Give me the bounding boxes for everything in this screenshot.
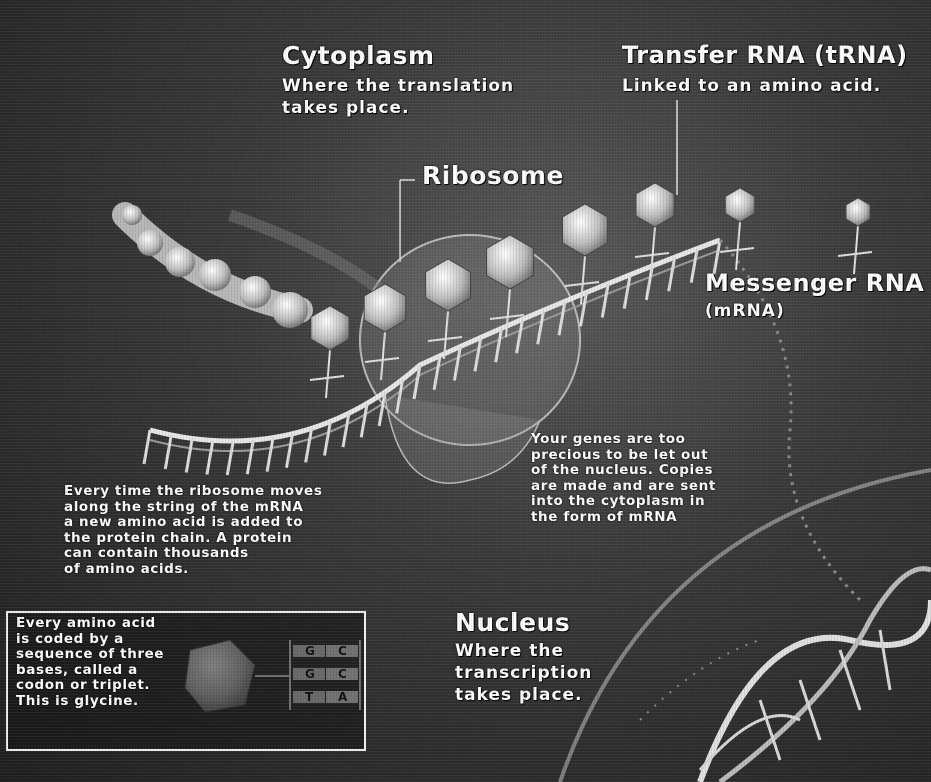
genes-line: into the cytoplasm in	[531, 494, 716, 510]
codon-line: This is glycine.	[16, 694, 164, 710]
ribosome-line: a new amino acid is added to	[64, 515, 322, 531]
nucleus-title: Nucleus	[455, 610, 570, 636]
cytoplasm-desc-line2: takes place.	[282, 100, 410, 118]
codon-line: is coded by a	[16, 632, 164, 648]
mrna-base-tick	[287, 434, 293, 468]
codon-base-left-3: T	[305, 690, 313, 704]
mrna-base-tick	[602, 283, 608, 317]
dna-helix	[640, 569, 931, 782]
genes-line: are made and are sent	[531, 479, 716, 495]
genes-line: precious to be let out	[531, 448, 716, 464]
mrna-base-tick	[165, 435, 171, 469]
ribosome-paragraph: Every time the ribosome moves along the …	[64, 484, 322, 577]
mrna-base-tick	[306, 428, 312, 462]
mrna-base-tick	[186, 438, 192, 472]
codon-base-left-1: G	[305, 644, 315, 658]
trna-title: Transfer RNA (tRNA)	[622, 43, 908, 68]
mrna-title: Messenger RNA	[705, 271, 924, 296]
mrna-base-tick	[669, 257, 675, 291]
trna-amino-acid	[310, 306, 349, 398]
ribosome-line: along the string of the mRNA	[64, 500, 322, 516]
codon-line: bases, called a	[16, 663, 164, 679]
mrna-base-tick	[624, 275, 630, 309]
mrna-abbrev: (mRNA)	[705, 303, 785, 321]
genes-line: Your genes are too	[531, 432, 716, 448]
mrna-base-tick	[324, 422, 330, 456]
codon-base-right-1: C	[338, 644, 347, 658]
codon-line: Every amino acid	[16, 616, 164, 632]
codon-line: sequence of three	[16, 647, 164, 663]
ribosome-line: can contain thousands	[64, 546, 322, 562]
mrna-base-tick	[267, 438, 273, 472]
ribosome-line: of amino acids.	[64, 562, 322, 578]
mrna-base-tick	[227, 441, 233, 475]
nucleus-desc-line3: takes place.	[455, 687, 583, 705]
cytoplasm-desc-line1: Where the translation	[282, 78, 514, 96]
mrna-base-tick	[247, 440, 253, 474]
trna-desc: Linked to an amino acid.	[622, 78, 881, 96]
mrna-base-tick	[207, 440, 213, 474]
trna-amino-acid	[838, 198, 872, 274]
genes-line: of the nucleus. Copies	[531, 463, 716, 479]
protein-chain	[122, 205, 308, 328]
codon-line: codon or triplet.	[16, 678, 164, 694]
codon-base-right-3: A	[338, 690, 347, 704]
nucleus-desc-line1: Where the	[455, 643, 564, 661]
cytoplasm-title: Cytoplasm	[282, 43, 435, 69]
ribosome-line: Every time the ribosome moves	[64, 484, 322, 500]
trna-amino-acid	[720, 188, 755, 270]
genes-line: the form of mRNA	[531, 510, 716, 526]
codon-base-left-2: G	[305, 667, 315, 681]
mrna-base-tick	[691, 249, 697, 283]
ribosome-line: the protein chain. A protein	[64, 531, 322, 547]
nucleus-desc-line2: transcription	[455, 665, 592, 683]
codon-paragraph: Every amino acid is coded by a sequence …	[16, 616, 164, 709]
genes-paragraph: Your genes are too precious to be let ou…	[531, 432, 716, 525]
mrna-base-tick	[144, 430, 150, 464]
codon-base-right-2: C	[338, 667, 347, 681]
ribosome-title: Ribosome	[422, 163, 564, 189]
